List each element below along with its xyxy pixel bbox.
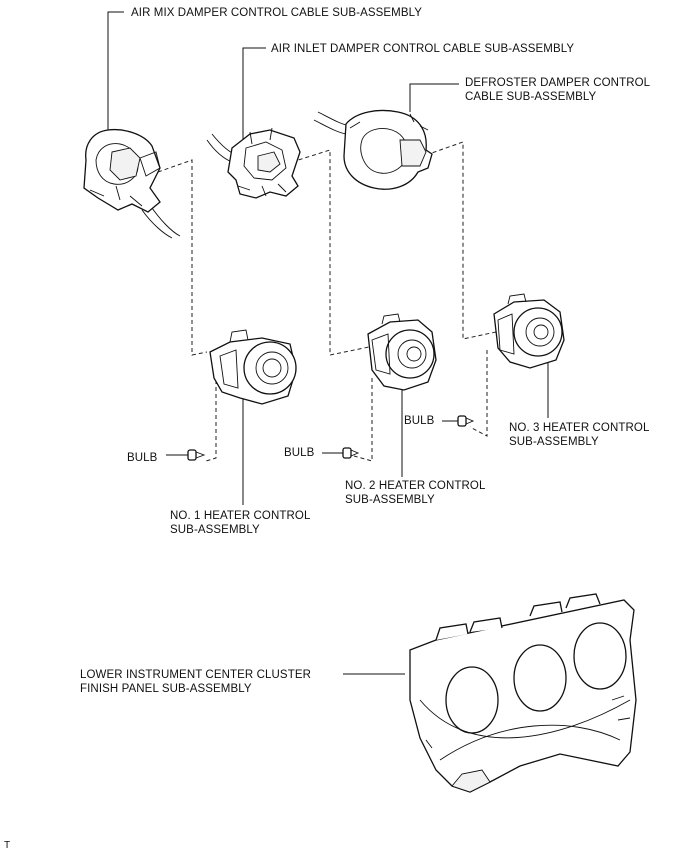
label-heater-control-1: NO. 1 HEATER CONTROL SUB-ASSEMBLY [170, 509, 310, 537]
dash-cable-3 [425, 141, 497, 340]
label-finish-panel: LOWER INSTRUMENT CENTER CLUSTER FINISH P… [80, 668, 311, 696]
dash-cable-2 [291, 149, 370, 356]
dash-bulb-3 [469, 350, 488, 437]
label-heater-1-line1: NO. 1 HEATER CONTROL [170, 510, 311, 522]
label-air-inlet-damper-cable: AIR INLET DAMPER CONTROL CABLE SUB-ASSEM… [271, 43, 575, 55]
air-inlet-cable-part [206, 127, 301, 199]
bulb-2-part [342, 447, 360, 459]
label-panel-line2: FINISH PANEL SUB-ASSEMBLY [80, 683, 252, 695]
finish-panel-part [409, 593, 637, 793]
label-panel-line1: LOWER INSTRUMENT CENTER CLUSTER [80, 669, 311, 681]
heater-control-1-part [209, 329, 297, 405]
label-air-mix-damper-cable: AIR MIX DAMPER CONTROL CABLE SUB-ASSEMBL… [131, 7, 423, 19]
dash-cable-1 [157, 159, 208, 356]
dash-bulb-2 [353, 378, 373, 462]
heater-control-3-part [493, 293, 565, 369]
label-defroster-damper-cable: DEFROSTER DAMPER CONTROL CABLE SUB-ASSEM… [465, 76, 650, 104]
label-bulb-1: BULB [127, 452, 158, 464]
leader-air-inlet [242, 47, 266, 140]
label-defroster-line2: CABLE SUB-ASSEMBLY [465, 91, 597, 103]
label-heater-2-line1: NO. 2 HEATER CONTROL [345, 480, 486, 492]
label-heater-control-2: NO. 2 HEATER CONTROL SUB-ASSEMBLY [345, 479, 485, 507]
leader-defroster [409, 83, 459, 112]
assembly-dashed-lines [157, 141, 497, 462]
leader-lines [107, 11, 549, 675]
label-heater-1-line2: SUB-ASSEMBLY [170, 524, 260, 536]
heater-control-2-part [367, 313, 437, 391]
label-heater-3-line1: NO. 3 HEATER CONTROL [509, 422, 650, 434]
leader-air-mix [107, 11, 124, 140]
label-bulb-2: BULB [284, 447, 315, 459]
air-mix-cable-part [83, 128, 181, 239]
bulb-1-part [187, 449, 206, 461]
label-heater-3-line2: SUB-ASSEMBLY [509, 436, 599, 448]
label-bulb-3: BULB [404, 415, 435, 427]
corner-mark: T [4, 840, 11, 851]
label-defroster-line1: DEFROSTER DAMPER CONTROL [465, 77, 651, 89]
label-heater-2-line2: SUB-ASSEMBLY [345, 494, 435, 506]
bulb-3-part [457, 415, 475, 427]
label-heater-control-3: NO. 3 HEATER CONTROL SUB-ASSEMBLY [509, 421, 649, 449]
defroster-cable-part [313, 109, 433, 190]
dash-bulb-1 [205, 380, 217, 462]
